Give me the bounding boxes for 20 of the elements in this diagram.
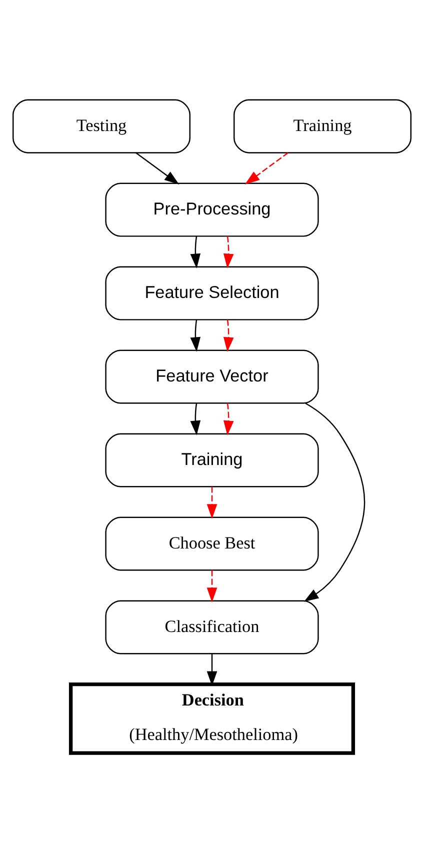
arrow	[244, 152, 288, 184]
arrow	[190, 402, 201, 435]
node-box: Training	[233, 98, 412, 153]
node-box: Testing	[12, 98, 191, 153]
arrow	[206, 486, 218, 518]
arrow	[136, 152, 180, 184]
node-box: Feature Selection	[105, 266, 319, 320]
arrow	[206, 570, 218, 602]
arrow	[304, 402, 366, 602]
node-box: Pre-Processing	[105, 182, 319, 236]
arrow	[190, 236, 201, 268]
arrow	[223, 236, 234, 268]
arrow	[223, 319, 234, 352]
node-box: Decision (Healthy/Mesothelioma)	[68, 682, 356, 754]
arrow	[223, 402, 234, 435]
node-box: Feature Vector	[105, 349, 319, 404]
node-box: Choose Best	[105, 516, 319, 570]
node-box: Classification	[105, 600, 319, 654]
node-box: Training	[105, 432, 319, 487]
arrow	[190, 319, 201, 352]
